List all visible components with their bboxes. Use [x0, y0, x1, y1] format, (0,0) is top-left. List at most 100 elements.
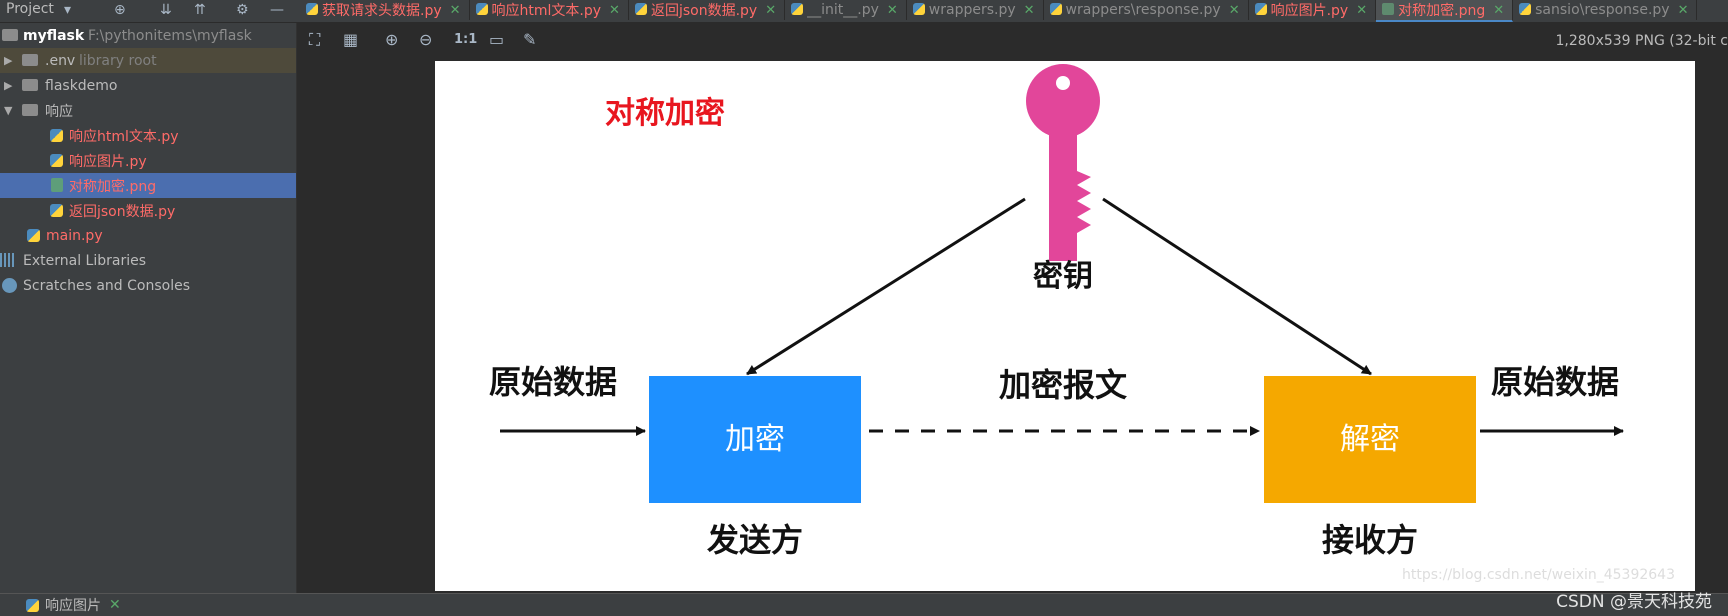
python-file-icon [50, 154, 63, 167]
zoom-out-icon[interactable]: ⊖ [419, 30, 432, 50]
editor-tab[interactable]: sansio\response.py ✕ [1513, 0, 1697, 20]
close-icon[interactable]: ✕ [765, 3, 776, 18]
python-file-icon [913, 3, 925, 15]
editor-tab[interactable]: wrappers.py✕ [907, 0, 1044, 20]
resp-folder-label: 响应 [45, 101, 73, 121]
project-title[interactable]: Project [6, 0, 54, 18]
encrypt-label: 加密 [725, 422, 785, 457]
sender-label: 发送方 [707, 521, 803, 559]
actual-size-button[interactable]: 1:1 [454, 30, 477, 50]
editor-tab-label: 获取请求头数据.py [322, 0, 442, 20]
tree-item-file-selected[interactable]: 对称加密.png [0, 173, 296, 198]
python-file-icon [27, 229, 40, 242]
editor-tab[interactable]: wrappers\response.py ✕ [1044, 0, 1249, 20]
file-label: 对称加密.png [69, 176, 156, 196]
left-input-label: 原始数据 [489, 363, 617, 401]
close-icon[interactable]: ✕ [109, 597, 121, 613]
root-path: F:\pythonitems\myflask [88, 28, 252, 44]
image-info: 1,280x539 PNG (32-bit c [1556, 33, 1728, 49]
close-icon[interactable]: ✕ [1493, 3, 1504, 18]
diagram-title: 对称加密 [605, 96, 725, 131]
editor-tab-label: __init__.py [807, 2, 879, 18]
python-file-icon [1050, 3, 1062, 15]
ciphertext-label: 加密报文 [999, 366, 1127, 404]
folder-icon [2, 29, 18, 41]
python-file-icon [476, 3, 488, 15]
main-label: main.py [46, 228, 103, 244]
tree-item-scratches[interactable]: Scratches and Consoles [0, 273, 296, 298]
close-icon[interactable]: ✕ [1356, 3, 1367, 18]
minimize-icon[interactable]: — [270, 2, 284, 18]
editor-tab[interactable]: 对称加密.png ✕ [1376, 0, 1513, 22]
chevron-right-icon[interactable]: ▶ [4, 54, 12, 67]
root-name: myflask [23, 28, 84, 44]
editor-tab-label: sansio\response.py [1535, 2, 1669, 18]
receiver-label: 接收方 [1322, 521, 1418, 559]
editor-tab[interactable]: 响应html文本.py ✕ [470, 0, 629, 20]
python-file-icon [1519, 3, 1531, 15]
close-icon[interactable]: ✕ [1678, 3, 1689, 18]
tree-item-external-libraries[interactable]: External Libraries [0, 248, 296, 273]
editor-tab[interactable]: 获取请求头数据.py ✕ [300, 0, 470, 20]
top-toolbar: Project ▾ ⊕ ⇊ ⇈ ⚙ — 获取请求头数据.py✕响应html文本.… [0, 0, 1728, 23]
python-file-icon [1255, 3, 1267, 15]
folder-icon [22, 54, 38, 66]
close-icon[interactable]: ✕ [609, 3, 620, 18]
chevron-down-icon[interactable]: ▾ [64, 2, 71, 18]
editor-tab[interactable]: 返回json数据.py ✕ [629, 0, 785, 20]
image-viewer-toolbar: ⛶ ▦ ⊕ ⊖ 1:1 ▭ ✎ 1,280x539 PNG (32-bit c [297, 23, 1728, 59]
project-tree: myflask F:\pythonitems\myflask ▶ .env li… [0, 23, 297, 593]
env-note: library root [79, 53, 157, 69]
close-icon[interactable]: ✕ [450, 3, 461, 18]
run-tab[interactable]: 响应图片 ✕ [26, 595, 121, 615]
close-icon[interactable]: ✕ [1024, 3, 1035, 18]
python-file-icon [50, 204, 63, 217]
tree-item-file[interactable]: 响应图片.py [0, 148, 296, 173]
tree-item-main[interactable]: main.py [0, 223, 296, 248]
locate-icon[interactable]: ⊕ [114, 2, 126, 18]
zoom-in-icon[interactable]: ⊕ [385, 30, 398, 50]
tree-item-flaskdemo[interactable]: ▶ flaskdemo [0, 73, 296, 98]
python-file-icon [791, 3, 803, 15]
run-tab-label: 响应图片 [45, 595, 101, 615]
close-icon[interactable]: ✕ [1229, 3, 1240, 18]
expand-all-icon[interactable]: ⇊ [160, 2, 172, 18]
collapse-all-icon[interactable]: ⇈ [194, 2, 206, 18]
decrypt-label: 解密 [1340, 422, 1400, 457]
editor-tab[interactable]: __init__.py ✕ [785, 0, 907, 20]
tree-item-env[interactable]: ▶ .env library root [0, 48, 296, 73]
faint-url: https://blog.csdn.net/weixin_45392643 [1402, 567, 1675, 583]
tree-item-file[interactable]: 返回json数据.py [0, 198, 296, 223]
tree-root[interactable]: myflask F:\pythonitems\myflask [0, 23, 296, 48]
watermark: CSDN @景天科技苑 [1556, 587, 1712, 612]
editor-tab-label: 响应html文本.py [492, 0, 602, 20]
fit-icon[interactable]: ⛶ [309, 30, 320, 50]
folder-icon [22, 104, 38, 116]
tree-item-file[interactable]: 响应html文本.py [0, 123, 296, 148]
file-label: 响应图片.py [69, 151, 147, 171]
chevron-down-icon[interactable]: ▼ [4, 104, 12, 117]
image-file-icon [51, 178, 63, 192]
file-label: 返回json数据.py [69, 201, 175, 221]
editor-tab-label: 响应图片.py [1271, 0, 1349, 20]
arrow-key-to-encrypt [747, 199, 1025, 374]
ext-libs-label: External Libraries [23, 253, 146, 269]
right-output-label: 原始数据 [1491, 363, 1619, 401]
key-icon [1026, 64, 1100, 261]
grid-icon[interactable]: ▦ [343, 30, 358, 50]
editor-tab-label: wrappers\response.py [1066, 2, 1221, 18]
color-picker-icon[interactable]: ✎ [523, 30, 536, 50]
gear-icon[interactable]: ⚙ [236, 2, 249, 18]
background-icon[interactable]: ▭ [489, 30, 504, 50]
tree-item-resp-folder[interactable]: ▼ 响应 [0, 98, 296, 123]
close-icon[interactable]: ✕ [887, 3, 898, 18]
editor-tab[interactable]: 响应图片.py ✕ [1249, 0, 1377, 20]
scratches-label: Scratches and Consoles [23, 278, 190, 294]
library-icon [0, 253, 16, 267]
flaskdemo-label: flaskdemo [45, 78, 118, 94]
env-name: .env [45, 53, 75, 69]
editor-tab-label: 对称加密.png [1398, 0, 1485, 20]
image-viewer: ⛶ ▦ ⊕ ⊖ 1:1 ▭ ✎ 1,280x539 PNG (32-bit c … [297, 23, 1728, 593]
editor-tab-label: 返回json数据.py [651, 0, 757, 20]
chevron-right-icon[interactable]: ▶ [4, 79, 12, 92]
